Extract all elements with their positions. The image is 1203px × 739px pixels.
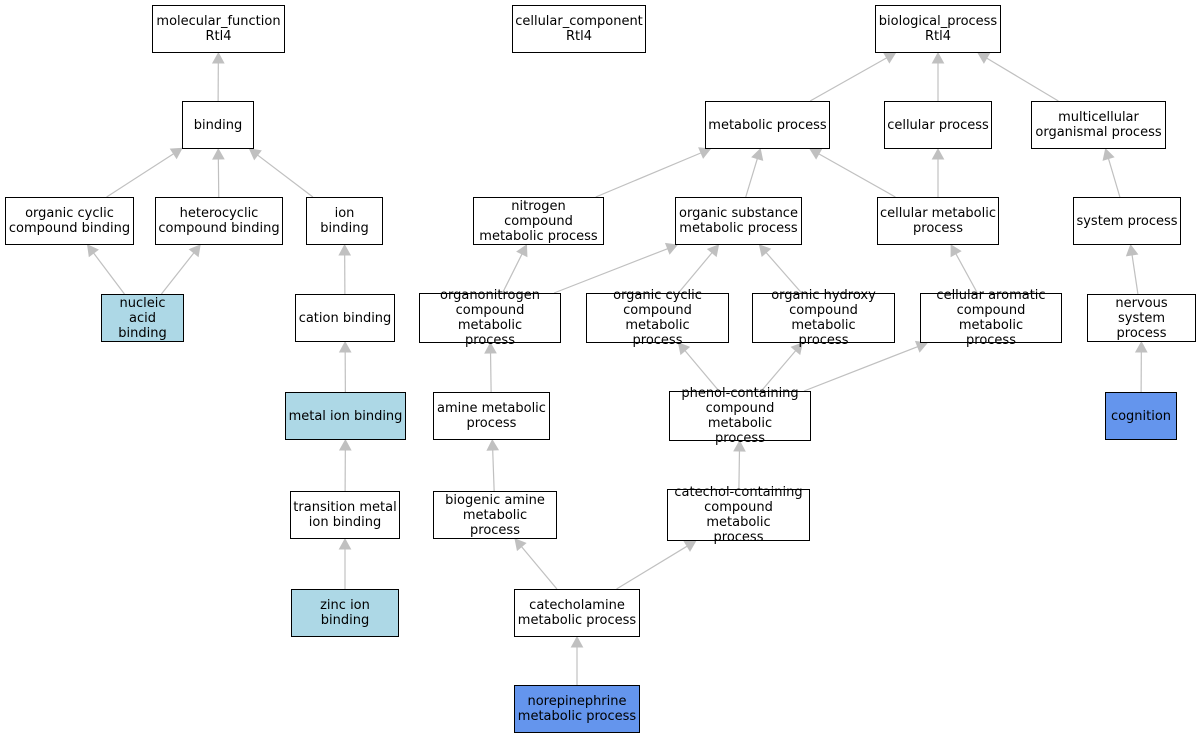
arrowhead-nervous_system-to-system_process bbox=[1125, 243, 1139, 257]
go-term-cellular-aromatic[interactable]: cellular aromatic compound metabolic pro… bbox=[920, 288, 1062, 348]
arrowhead-organic_substance-to-metabolic_process bbox=[751, 148, 764, 161]
edge-phenol_containing-to-org_hydroxy bbox=[760, 350, 797, 392]
arrowhead-phenol_containing-to-org_hydroxy bbox=[790, 342, 803, 356]
go-term-nervous-system[interactable]: nervous system process bbox=[1087, 294, 1196, 342]
go-term-binding[interactable]: binding bbox=[182, 101, 254, 149]
edge-org_cyclic_binding-to-binding bbox=[106, 153, 174, 198]
arrowhead-system_process-to-multicellular bbox=[1102, 148, 1115, 161]
go-term-cellular-process[interactable]: cellular process bbox=[884, 101, 992, 149]
go-term-catechol-containing[interactable]: catechol-containing compound metabolic p… bbox=[667, 485, 810, 545]
edge-organonitrogen-to-organic_substance bbox=[553, 248, 668, 294]
arrowhead-metabolic_process-to-bp_root bbox=[883, 52, 897, 64]
go-term-organic-substance[interactable]: organic substance metabolic process bbox=[675, 197, 802, 245]
arrowhead-cation_binding-to-ion_binding bbox=[338, 243, 352, 256]
go-term-cellular-metabolic[interactable]: cellular metabolic process bbox=[877, 197, 999, 245]
edge-cellular_metabolic-to-metabolic_process bbox=[818, 153, 896, 198]
go-term-cation-binding[interactable]: cation binding bbox=[295, 294, 395, 342]
edge-catecholamine-to-biogenic_amine bbox=[521, 546, 558, 590]
go-term-organonitrogen[interactable]: organonitrogen compound metabolic proces… bbox=[419, 288, 561, 348]
arrowhead-cellular_metabolic-to-metabolic_process bbox=[809, 148, 823, 160]
arrowhead-nucleic_acid_binding-to-org_cyclic_binding bbox=[86, 244, 99, 258]
arrowhead-cognition-to-nervous_system bbox=[1134, 340, 1148, 353]
arrowhead-org_hydroxy-to-organic_substance bbox=[758, 244, 772, 258]
arrowhead-org_cyclic_binding-to-binding bbox=[169, 147, 183, 160]
go-term-org-cyclic-metabolic[interactable]: organic cyclic compound metabolic proces… bbox=[586, 288, 729, 348]
edge-catecholamine-to-catechol_containing bbox=[616, 545, 688, 590]
arrowhead-nucleic_acid_binding-to-heterocyclic_binding bbox=[188, 244, 201, 258]
arrowhead-biogenic_amine-to-amine_metabolic bbox=[486, 438, 500, 451]
edge-cellular_aromatic-to-cellular_metabolic bbox=[955, 253, 978, 294]
edge-biogenic_amine-to-amine_metabolic bbox=[492, 449, 495, 492]
edge-phenol_containing-to-org_cyclic_metabolic bbox=[684, 350, 720, 392]
edge-system_process-to-multicellular bbox=[1107, 158, 1121, 198]
arrowhead-phenol_containing-to-org_cyclic_metabolic bbox=[677, 342, 691, 356]
edge-org_cyclic_metabolic-to-organic_substance bbox=[677, 252, 713, 294]
arrowhead-cellular_metabolic-to-cellular_process bbox=[931, 147, 945, 160]
edge-nitrogen_compound-to-metabolic_process bbox=[595, 152, 702, 198]
arrowhead-binding-to-mf_root bbox=[211, 51, 225, 64]
arrowhead-multicellular-to-bp_root bbox=[977, 52, 991, 64]
arrowhead-heterocyclic_binding-to-binding bbox=[212, 147, 225, 160]
arrowhead-organonitrogen-to-organic_substance bbox=[664, 242, 678, 255]
edge-organonitrogen-to-nitrogen_compound bbox=[501, 253, 523, 294]
edge-nucleic_acid_binding-to-org_cyclic_binding bbox=[93, 252, 125, 295]
arrowhead-nitrogen_compound-to-metabolic_process bbox=[698, 147, 712, 159]
arrowhead-norepinephrine-to-catecholamine bbox=[570, 635, 584, 648]
arrowhead-catecholamine-to-biogenic_amine bbox=[514, 538, 527, 552]
go-term-heterocyclic-binding[interactable]: heterocyclic compound binding bbox=[155, 197, 283, 245]
go-term-nucleic-acid-binding[interactable]: nucleic acid binding bbox=[101, 294, 184, 342]
edge-ion_binding-to-binding bbox=[257, 154, 314, 198]
edge-multicellular-to-bp_root bbox=[986, 57, 1059, 102]
arrowhead-transition_metal-to-metal_ion_binding bbox=[338, 438, 352, 451]
go-term-catecholamine[interactable]: catecholamine metabolic process bbox=[514, 589, 640, 637]
go-term-system-process[interactable]: system process bbox=[1073, 197, 1181, 245]
go-term-zinc-ion-binding[interactable]: zinc ion binding bbox=[291, 589, 399, 637]
edge-nucleic_acid_binding-to-heterocyclic_binding bbox=[160, 252, 195, 295]
arrowhead-organonitrogen-to-nitrogen_compound bbox=[516, 244, 528, 258]
go-term-bp-root[interactable]: biological_process Rtl4 bbox=[875, 5, 1001, 53]
go-term-transition-metal[interactable]: transition metal ion binding bbox=[290, 491, 400, 539]
edge-phenol_containing-to-cellular_aromatic bbox=[803, 346, 918, 392]
go-term-phenol-containing[interactable]: phenol-containing compound metabolic pro… bbox=[669, 386, 811, 446]
arrowhead-cellular_aromatic-to-cellular_metabolic bbox=[950, 244, 962, 258]
edge-nervous_system-to-system_process bbox=[1131, 254, 1139, 295]
arrowhead-zinc_ion_binding-to-transition_metal bbox=[338, 537, 352, 550]
go-term-nitrogen-compound[interactable]: nitrogen compound metabolic process bbox=[473, 197, 604, 245]
go-term-metabolic-process[interactable]: metabolic process bbox=[705, 101, 830, 149]
go-term-biogenic-amine[interactable]: biogenic amine metabolic process bbox=[433, 491, 557, 539]
arrowhead-amine_metabolic-to-organonitrogen bbox=[484, 341, 497, 354]
go-term-cc-root[interactable]: cellular_component Rtl4 bbox=[512, 5, 646, 53]
go-term-mf-root[interactable]: molecular_function Rtl4 bbox=[152, 5, 285, 53]
go-term-ion-binding[interactable]: ion binding bbox=[306, 197, 383, 245]
edge-amine_metabolic-to-organonitrogen bbox=[489, 352, 492, 393]
go-term-norepinephrine[interactable]: norepinephrine metabolic process bbox=[514, 685, 640, 733]
arrowhead-metal_ion_binding-to-cation_binding bbox=[338, 340, 352, 353]
arrowhead-catecholamine-to-catechol_containing bbox=[683, 540, 697, 552]
go-term-metal-ion-binding[interactable]: metal ion binding bbox=[285, 392, 406, 440]
edge-organic_substance-to-metabolic_process bbox=[745, 158, 758, 198]
edge-org_hydroxy-to-organic_substance bbox=[765, 252, 803, 294]
go-term-cognition[interactable]: cognition bbox=[1105, 392, 1177, 440]
arrowhead-org_cyclic_metabolic-to-organic_substance bbox=[706, 244, 720, 258]
go-term-org-cyclic-binding[interactable]: organic cyclic compound binding bbox=[5, 197, 134, 245]
go-term-amine-metabolic[interactable]: amine metabolic process bbox=[433, 392, 550, 440]
edge-metabolic_process-to-bp_root bbox=[809, 57, 887, 102]
edge-catechol_containing-to-phenol_containing bbox=[738, 450, 741, 490]
go-term-org-hydroxy[interactable]: organic hydroxy compound metabolic proce… bbox=[752, 288, 895, 348]
arrowhead-ion_binding-to-binding bbox=[248, 148, 262, 161]
go-term-multicellular[interactable]: multicellular organismal process bbox=[1031, 101, 1166, 149]
arrowhead-cellular_process-to-bp_root bbox=[931, 51, 945, 64]
arrowhead-catechol_containing-to-phenol_containing bbox=[733, 439, 746, 452]
